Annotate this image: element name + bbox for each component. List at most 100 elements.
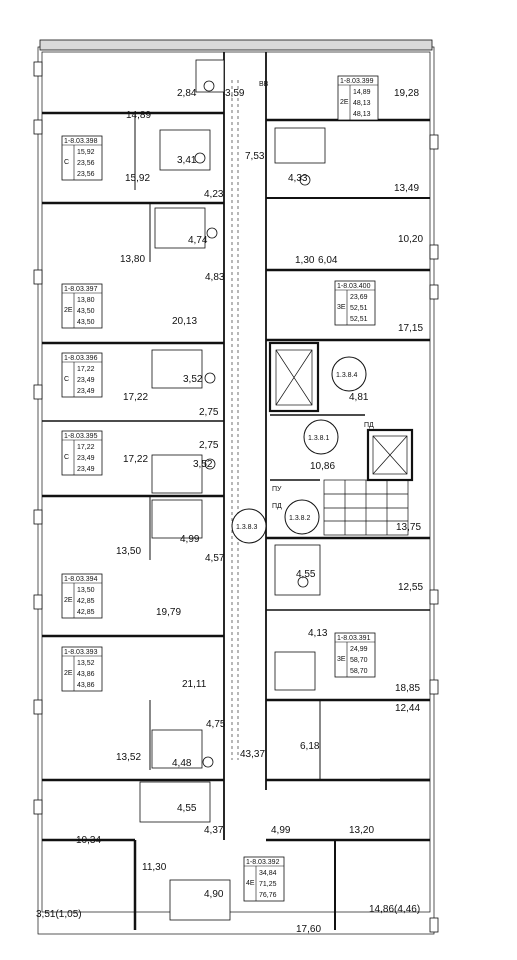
apartment-code: 1-8.03.395 (64, 433, 98, 440)
apartment-code: 1-8.03.398 (64, 138, 98, 145)
apartment-value: 43,86 (77, 671, 95, 678)
room-area: 2,84 (177, 88, 197, 99)
room-area: 4,99 (180, 534, 200, 545)
room-area: 19,28 (394, 88, 419, 99)
room-area: 13,49 (394, 183, 419, 194)
apartment-type: 2Е (64, 670, 73, 677)
apartment-tag: 1-8.03.394 2Е 13,50 42,85 42,85 (61, 573, 103, 619)
right-walls (265, 52, 430, 930)
room-area: 2,75 (199, 407, 219, 418)
room-area: 4,37 (204, 825, 224, 836)
apartment-tag: 1-8.03.398 С 15,92 23,56 23,56 (61, 135, 103, 181)
room-area: 3,52 (193, 459, 213, 470)
apartment-tag: 1-8.03.400 3Е 23,69 52,51 52,51 (334, 280, 376, 326)
bathroom-fixtures (139, 59, 326, 921)
zone-marker-label: 1.3.8.1 (308, 435, 330, 442)
apartment-value: 23,49 (77, 388, 95, 395)
apartment-value: 17,22 (77, 444, 95, 451)
zone-marker-label: 1.3.8.3 (236, 524, 258, 531)
apartment-tag: 1-8.03.393 2Е 13,52 43,86 43,86 (61, 646, 103, 692)
room-area: 17,22 (123, 392, 148, 403)
apartment-type: С (64, 376, 69, 383)
room-area: 4,55 (177, 803, 197, 814)
building-walls (37, 39, 435, 935)
apartment-code: 1-8.03.392 (246, 859, 280, 866)
apartment-value: 13,52 (77, 660, 95, 667)
vent-label: ВВ (259, 81, 269, 88)
apartment-tag: 1-8.03.395 С 17,22 23,49 23,49 (61, 430, 103, 476)
core (268, 341, 414, 536)
room-area: 13,52 (116, 752, 141, 763)
zone-marker-label: 1.3.8.4 (336, 372, 358, 379)
apartment-value: 13,80 (77, 297, 95, 304)
room-area: 1,30 (295, 255, 315, 266)
room-area: 3,51(1,05) (36, 909, 82, 920)
apartment-tags: 1-8.03.399 2Е 14,89 48,13 48,13 1-8.03.3… (61, 75, 379, 902)
room-area: 21,11 (182, 679, 207, 690)
room-area: 3,41 (177, 155, 197, 166)
room-area-labels: 2,84 3,59 19,28 14,89 3,41 7,53 15,92 4,… (36, 88, 423, 935)
room-area: 11,30 (142, 862, 167, 873)
room-area: 4,55 (296, 569, 316, 580)
apartment-type: 3Е (337, 656, 346, 663)
apartment-value: 48,13 (353, 111, 371, 118)
room-area: 18,85 (395, 683, 420, 694)
room-area: 4,33 (288, 173, 308, 184)
room-area: 12,44 (395, 703, 420, 714)
apartment-value: 17,22 (77, 366, 95, 373)
room-area: 4,23 (204, 189, 224, 200)
apartment-tag: 1-8.03.392 4Е 34,84 71,25 76,76 (243, 856, 285, 902)
room-area: 4,75 (206, 719, 226, 730)
room-area: 17,15 (398, 323, 423, 334)
room-area: 4,74 (188, 235, 208, 246)
apartment-tag: 1-8.03.391 3Е 24,99 58,70 58,70 (334, 632, 376, 678)
apartment-tag: 1-8.03.397 2Е 13,80 43,50 43,50 (61, 283, 103, 329)
zone-marker-label: 1.3.8.2 (289, 515, 311, 522)
apartment-value: 48,13 (353, 100, 371, 107)
room-area: 10,86 (310, 461, 335, 472)
room-area: 7,53 (245, 151, 265, 162)
apartment-code: 1-8.03.397 (64, 286, 98, 293)
apartment-code: 1-8.03.394 (64, 576, 98, 583)
apartment-type: 4Е (246, 880, 255, 887)
apartment-type: 2Е (64, 307, 73, 314)
apartment-value: 43,86 (77, 682, 95, 689)
apartment-type: 2Е (340, 99, 349, 106)
room-area: 13,20 (349, 825, 374, 836)
room-area: 4,57 (205, 553, 225, 564)
apartment-tag: 1-8.03.399 2Е 14,89 48,13 48,13 (337, 75, 379, 121)
apartment-value: 71,25 (259, 881, 277, 888)
room-area: 10,34 (76, 835, 101, 846)
apartment-type: 2Е (64, 597, 73, 604)
apartment-value: 23,49 (77, 377, 95, 384)
windows (33, 61, 439, 933)
room-area: 4,81 (349, 392, 369, 403)
apartment-value: 52,51 (350, 305, 368, 312)
apartment-type: С (64, 454, 69, 461)
apartment-value: 42,85 (77, 598, 95, 605)
apartment-value: 34,84 (259, 870, 277, 877)
apartment-value: 58,70 (350, 668, 368, 675)
room-area: 2,75 (199, 440, 219, 451)
apartment-type: С (64, 159, 69, 166)
room-area: 43,37 (240, 749, 265, 760)
room-area: 13,75 (396, 522, 421, 533)
room-area: 14,89 (126, 110, 151, 121)
room-area: 12,55 (398, 582, 423, 593)
apartment-value: 42,85 (77, 609, 95, 616)
apartment-value: 43,50 (77, 308, 95, 315)
left-walls (42, 52, 225, 930)
apartment-code: 1-8.03.396 (64, 355, 98, 362)
room-area: 4,48 (172, 758, 192, 769)
room-area: 13,50 (116, 546, 141, 557)
technical-labels: ПУ ПД ПД ВВ (259, 81, 374, 510)
room-area: 13,80 (120, 254, 145, 265)
apartment-value: 23,69 (350, 294, 368, 301)
room-area: 19,79 (156, 607, 181, 618)
apartment-value: 24,99 (350, 646, 368, 653)
apartment-value: 58,70 (350, 657, 368, 664)
room-area: 17,60 (296, 924, 321, 935)
room-area: 3,52 (183, 374, 203, 385)
apartment-tag: 1-8.03.396 С 17,22 23,49 23,49 (61, 352, 103, 398)
room-area: 4,90 (204, 889, 224, 900)
